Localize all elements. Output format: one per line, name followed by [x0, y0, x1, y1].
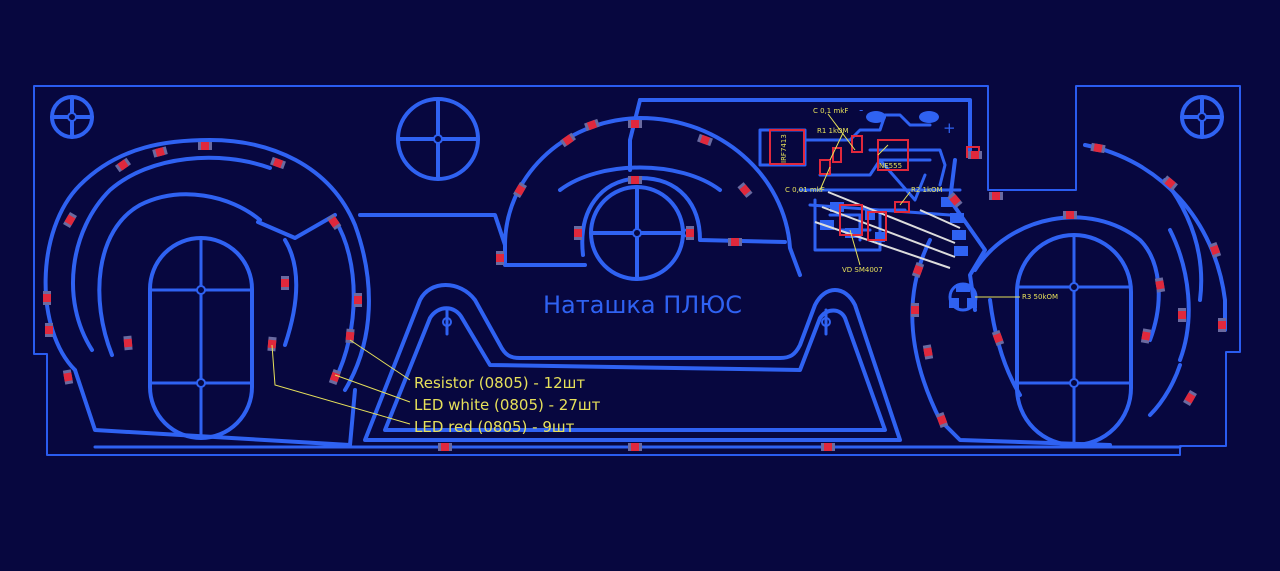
smd-led [911, 303, 919, 317]
smd-led [1154, 277, 1166, 293]
smd-led [281, 276, 289, 290]
smd-led [345, 328, 355, 344]
smd-led [728, 238, 742, 246]
smd-led [968, 151, 982, 159]
smd-led [513, 181, 527, 199]
smd-led [63, 211, 77, 229]
smd-led [1090, 142, 1106, 154]
smd-led [574, 226, 582, 240]
smd-led [628, 443, 642, 451]
label-q1: IRF7413 [780, 134, 788, 163]
label-r3: R3 50kOM [1022, 293, 1058, 301]
smd-led [270, 156, 286, 170]
smd-led [584, 118, 600, 132]
legend-resistor: Resistor (0805) - 12шт [414, 374, 585, 392]
plus-pad [919, 111, 939, 123]
legend-led-white: LED white (0805) - 27шт [414, 396, 601, 414]
led-markers [43, 118, 1226, 451]
mounting-hole-right [1180, 95, 1224, 139]
minus-pad [866, 111, 886, 123]
smd-led [821, 443, 835, 451]
board-outline [33, 85, 1241, 456]
center-bracket [363, 283, 902, 442]
smd-led [114, 157, 132, 173]
smd-led [152, 146, 168, 158]
smd-led [438, 443, 452, 451]
smd-led [43, 291, 51, 305]
label-vd: VD SM4007 [842, 266, 883, 274]
smd-led [198, 142, 212, 150]
smd-led [1140, 328, 1152, 344]
smd-led [935, 412, 949, 428]
smd-led [628, 120, 642, 128]
label-r2: R2 1kOM [911, 186, 943, 194]
smd-led [628, 176, 642, 184]
smd-led [326, 213, 342, 231]
smd-led [991, 330, 1005, 346]
minus-sign: - [859, 103, 863, 117]
wires [814, 191, 961, 269]
smd-led [1183, 389, 1197, 407]
smd-led [686, 226, 694, 240]
label-c1: C 0,1 mkF [813, 107, 848, 115]
smd-led [911, 262, 925, 278]
smd-led [1063, 211, 1077, 219]
smd-led [559, 132, 577, 148]
smd-led [328, 369, 342, 385]
smd-led [1218, 318, 1226, 332]
smd-led [1178, 308, 1186, 322]
smd-led [922, 344, 934, 360]
smd-led [1208, 242, 1222, 258]
control-circuit [758, 111, 978, 312]
legend-led-red: LED red (0805) - 9шт [414, 418, 575, 436]
plus-sign: + [943, 119, 956, 137]
label-c2: C 0,01 mkF [785, 186, 825, 194]
irf7413-footprint [769, 129, 805, 165]
smd-led [45, 323, 53, 337]
label-u2: NE555 [879, 162, 902, 170]
smd-led [989, 192, 1003, 200]
smd-led [697, 133, 713, 147]
smd-led [947, 192, 963, 208]
board-title: Наташка ПЛЮС [543, 291, 742, 319]
mounting-hole-left [50, 95, 94, 139]
smd-led [354, 293, 362, 307]
smd-led [267, 336, 277, 352]
smd-led [737, 182, 753, 198]
smd-led [1162, 175, 1178, 191]
smd-led [123, 335, 133, 351]
smd-led [496, 251, 504, 265]
mounting-hole-large [396, 97, 480, 181]
smd-led [62, 369, 74, 385]
label-r1: R1 1kOM [817, 127, 849, 135]
left-gauge [43, 138, 371, 447]
callout-lines [271, 113, 1020, 425]
